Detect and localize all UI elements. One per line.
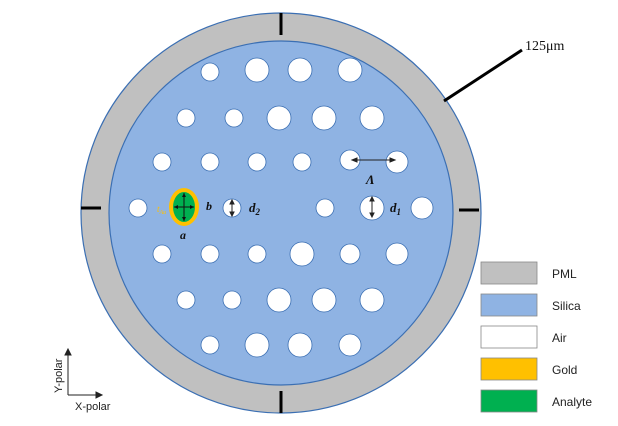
legend-swatch-silica [480, 293, 538, 317]
d2-label: d2 [249, 200, 261, 217]
air-hole [385, 242, 409, 266]
air-hole [266, 105, 292, 131]
d1-label: d1 [390, 200, 401, 217]
air-hole [222, 290, 242, 310]
air-hole [359, 105, 385, 131]
pitch-label: Λ [365, 172, 375, 187]
polarization-axes [64, 347, 104, 399]
pitch-arrow [350, 157, 397, 163]
air-hole [247, 152, 267, 172]
analyte-channel [169, 188, 199, 226]
x-polar-label: X-polar [75, 401, 111, 413]
air-hole [287, 332, 313, 358]
air-hole [266, 287, 292, 313]
air-hole [315, 198, 335, 218]
air-hole [200, 152, 220, 172]
air-hole [359, 287, 385, 313]
legend-label-analyte: Analyte [552, 395, 592, 409]
diameter-pointer [443, 48, 523, 103]
air-hole [152, 244, 172, 264]
air-hole [176, 290, 196, 310]
legend-label-pml: PML [552, 267, 577, 281]
diameter-label: 125μm [525, 39, 565, 54]
air-hole [337, 57, 363, 83]
pml-cut-marks [81, 13, 479, 413]
air-hole [338, 333, 362, 357]
air-hole [244, 332, 270, 358]
air-hole [200, 62, 220, 82]
air-hole [152, 152, 172, 172]
t-au-label: tAu [157, 204, 166, 216]
air-hole [287, 57, 313, 83]
a-label: a [180, 228, 186, 242]
air-hole [200, 244, 220, 264]
air-hole [244, 57, 270, 83]
air-hole [292, 152, 312, 172]
legend-label-silica: Silica [552, 299, 581, 313]
d1-arrow [369, 195, 375, 219]
air-hole [311, 287, 337, 313]
air-hole-lattice [128, 57, 434, 358]
air-hole [311, 105, 337, 131]
air-hole [339, 243, 361, 265]
air-hole [176, 108, 196, 128]
y-polar-label: Y-polar [53, 358, 65, 393]
air-hole [289, 241, 315, 267]
air-hole [385, 150, 409, 174]
legend-label-gold: Gold [552, 363, 577, 377]
legend-swatch-pml [480, 261, 538, 285]
air-hole [224, 108, 244, 128]
legend-swatch-gold [480, 357, 538, 381]
air-hole [200, 335, 220, 355]
air-hole [247, 244, 267, 264]
legend-label-air: Air [552, 331, 567, 345]
d2-arrow [229, 198, 235, 218]
b-label: b [206, 199, 212, 213]
legend-swatch-air [480, 325, 538, 349]
air-hole [128, 198, 148, 218]
legend-swatch-analyte [480, 389, 538, 413]
air-hole [410, 196, 434, 220]
